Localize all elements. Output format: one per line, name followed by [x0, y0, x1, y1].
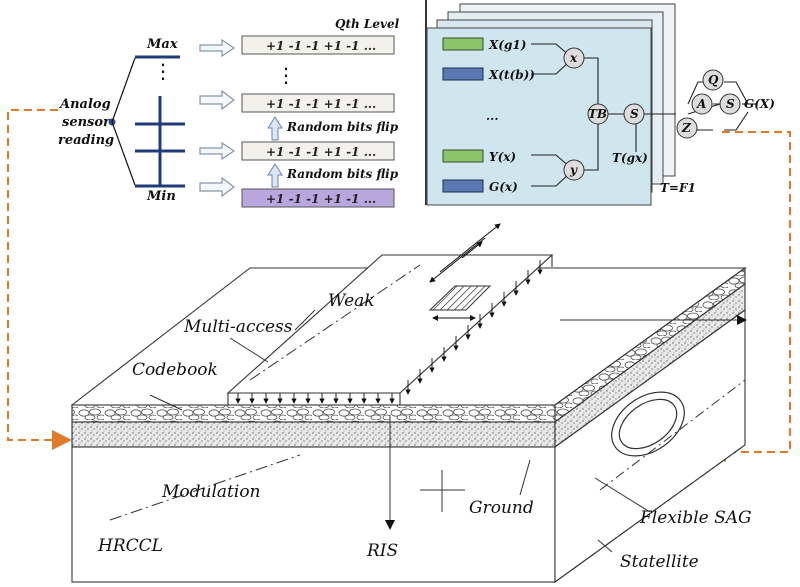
- tgx-label: T(gx): [612, 151, 648, 165]
- sand-layer-front: [71, 421, 556, 448]
- node-z-label: Z: [681, 121, 692, 135]
- input-label-gx: G(x): [489, 180, 518, 194]
- code-arrows: [199, 38, 236, 198]
- ris-label: RIS: [366, 541, 398, 561]
- input-bar-gx: [442, 179, 484, 193]
- node-y: y: [563, 159, 585, 181]
- code-box-min: +1 -1 -1 +1 -1 ...: [241, 188, 395, 208]
- node-a: A: [691, 93, 713, 115]
- code-box-1: +1 -1 -1 +1 -1 ...: [241, 35, 395, 55]
- axis-lines: [109, 264, 747, 583]
- node-s2: S: [719, 93, 741, 115]
- node-q-label: Q: [708, 73, 719, 87]
- input-bar-xg1: [442, 37, 484, 51]
- flexible-sag-label: Flexible SAG: [639, 508, 752, 528]
- hrccl-label: HRCCL: [97, 536, 163, 556]
- code-text-3: +1 -1 -1 +1 -1 ...: [266, 145, 376, 159]
- code-text-1: +1 -1 -1 +1 -1 ...: [266, 39, 376, 53]
- node-y-label: y: [569, 163, 578, 177]
- node-q: Q: [702, 69, 724, 91]
- patch-arrows: [429, 223, 501, 321]
- load-arrows: [235, 260, 543, 404]
- code-text-2: +1 -1 -1 +1 -1 ...: [266, 97, 376, 111]
- satellite-label: Statellite: [620, 552, 699, 572]
- random-bits-flip-1: Random bits flip: [286, 120, 399, 134]
- node-tb: TB: [587, 103, 609, 125]
- node-x: x: [563, 47, 585, 69]
- node-s1: S: [623, 103, 645, 125]
- analog-label-line3: reading: [58, 133, 114, 148]
- ground-block: [70, 266, 747, 584]
- pebble-layer-front: [71, 404, 556, 423]
- block-front: [71, 446, 556, 583]
- code-text-4: +1 -1 -1 +1 -1 ...: [266, 192, 376, 206]
- node-s2-label: S: [726, 97, 735, 111]
- input-label-yx: Y(x): [489, 150, 516, 164]
- codebook-label: Codebook: [132, 360, 218, 380]
- node-s1-label: S: [630, 107, 639, 121]
- vdots-right: ⋮: [276, 63, 296, 87]
- analog-label-line1: Analog: [58, 97, 111, 112]
- dashed-connectors: [7, 109, 791, 462]
- analog-label-line2: sensor: [62, 115, 111, 130]
- ground-label: Ground: [469, 498, 534, 518]
- network-panel: T=F1 X(g1) X(t(b)) ... Y(x) G(x): [426, 3, 775, 206]
- input-ellipsis: ...: [486, 109, 499, 123]
- right-dashed-arrow: [706, 131, 791, 462]
- vdots-left: ⋮: [153, 59, 173, 83]
- modulation-label: Modulation: [161, 482, 261, 502]
- node-x-label: x: [569, 51, 578, 65]
- node-a-label: A: [696, 97, 706, 111]
- weak-label: Weak: [328, 291, 375, 311]
- qth-level-label: Qth Level: [335, 17, 400, 31]
- contact-patch: [428, 285, 492, 311]
- network-front-panel: [426, 27, 652, 206]
- level-bars: [135, 55, 185, 188]
- input-label-xg1: X(g1): [488, 38, 526, 52]
- left-dashed-arrow: [7, 109, 72, 450]
- node-z: Z: [676, 117, 698, 139]
- input-bar-yx: [442, 149, 484, 163]
- analog-sensor-label: Analog sensor reading: [58, 97, 114, 148]
- gx-output-label: G(X): [744, 97, 775, 111]
- max-label: Max: [146, 37, 178, 52]
- multi-access-label: Multi-access: [183, 317, 293, 337]
- node-tb-label: TB: [588, 107, 607, 121]
- code-box-3: +1 -1 -1 +1 -1 ...: [241, 141, 395, 161]
- min-label: Min: [146, 189, 176, 204]
- input-label-xtb: X(t(b)): [488, 68, 535, 82]
- code-box-2: +1 -1 -1 +1 -1 ...: [241, 93, 395, 113]
- input-bar-xtb: [442, 67, 484, 81]
- t-f1-label: T=F1: [660, 181, 696, 195]
- random-bits-flip-2: Random bits flip: [286, 167, 399, 181]
- fan-lines: [111, 57, 136, 186]
- quantizer-panel: Qth Level Max Min Analog sensor reading …: [58, 17, 400, 208]
- flexible-sag-ring: [611, 391, 685, 457]
- flip-arrows: [267, 116, 283, 188]
